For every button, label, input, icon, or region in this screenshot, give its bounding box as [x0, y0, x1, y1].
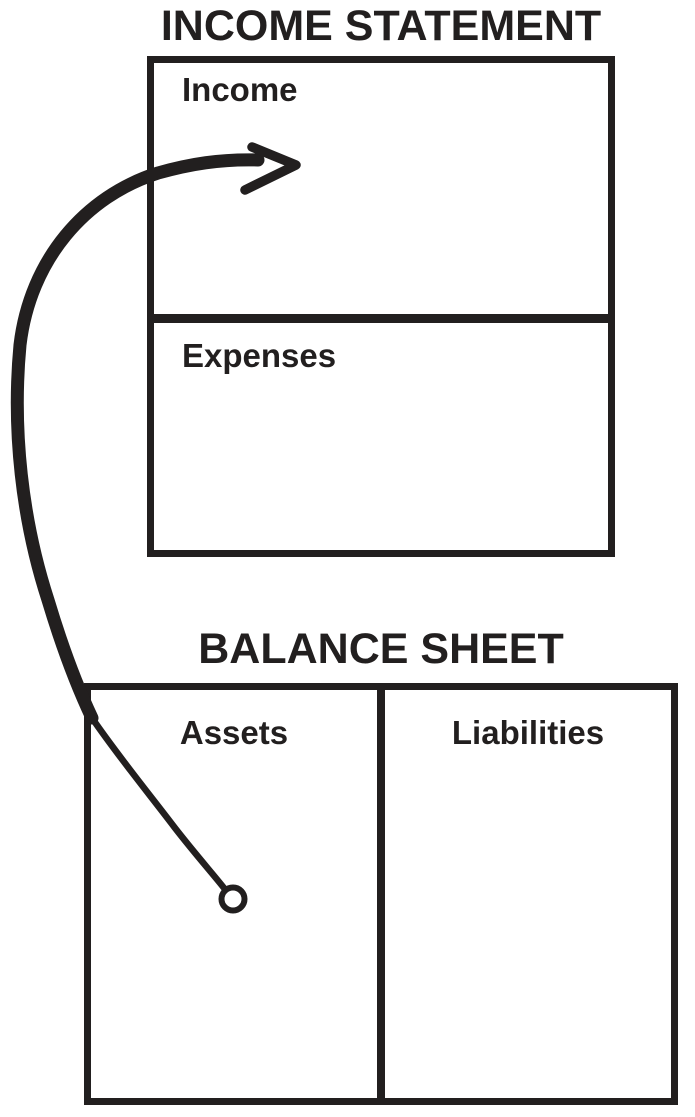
liabilities-section: Liabilities: [385, 690, 671, 1098]
assets-section: Assets: [91, 690, 377, 1098]
expenses-label: Expenses: [182, 337, 337, 374]
balance-sheet-divider: [377, 690, 385, 1098]
income-statement-title: INCOME STATEMENT: [160, 2, 602, 50]
expenses-section: Expenses: [154, 339, 608, 576]
assets-label: Assets: [179, 714, 289, 751]
balance-sheet-title: BALANCE SHEET: [198, 625, 564, 673]
income-section: Income: [154, 73, 608, 323]
income-statement-box: Income Expenses: [147, 56, 615, 557]
income-label: Income: [182, 71, 298, 108]
liabilities-label: Liabilities: [451, 714, 605, 751]
balance-sheet-box: Assets Liabilities: [84, 683, 678, 1105]
